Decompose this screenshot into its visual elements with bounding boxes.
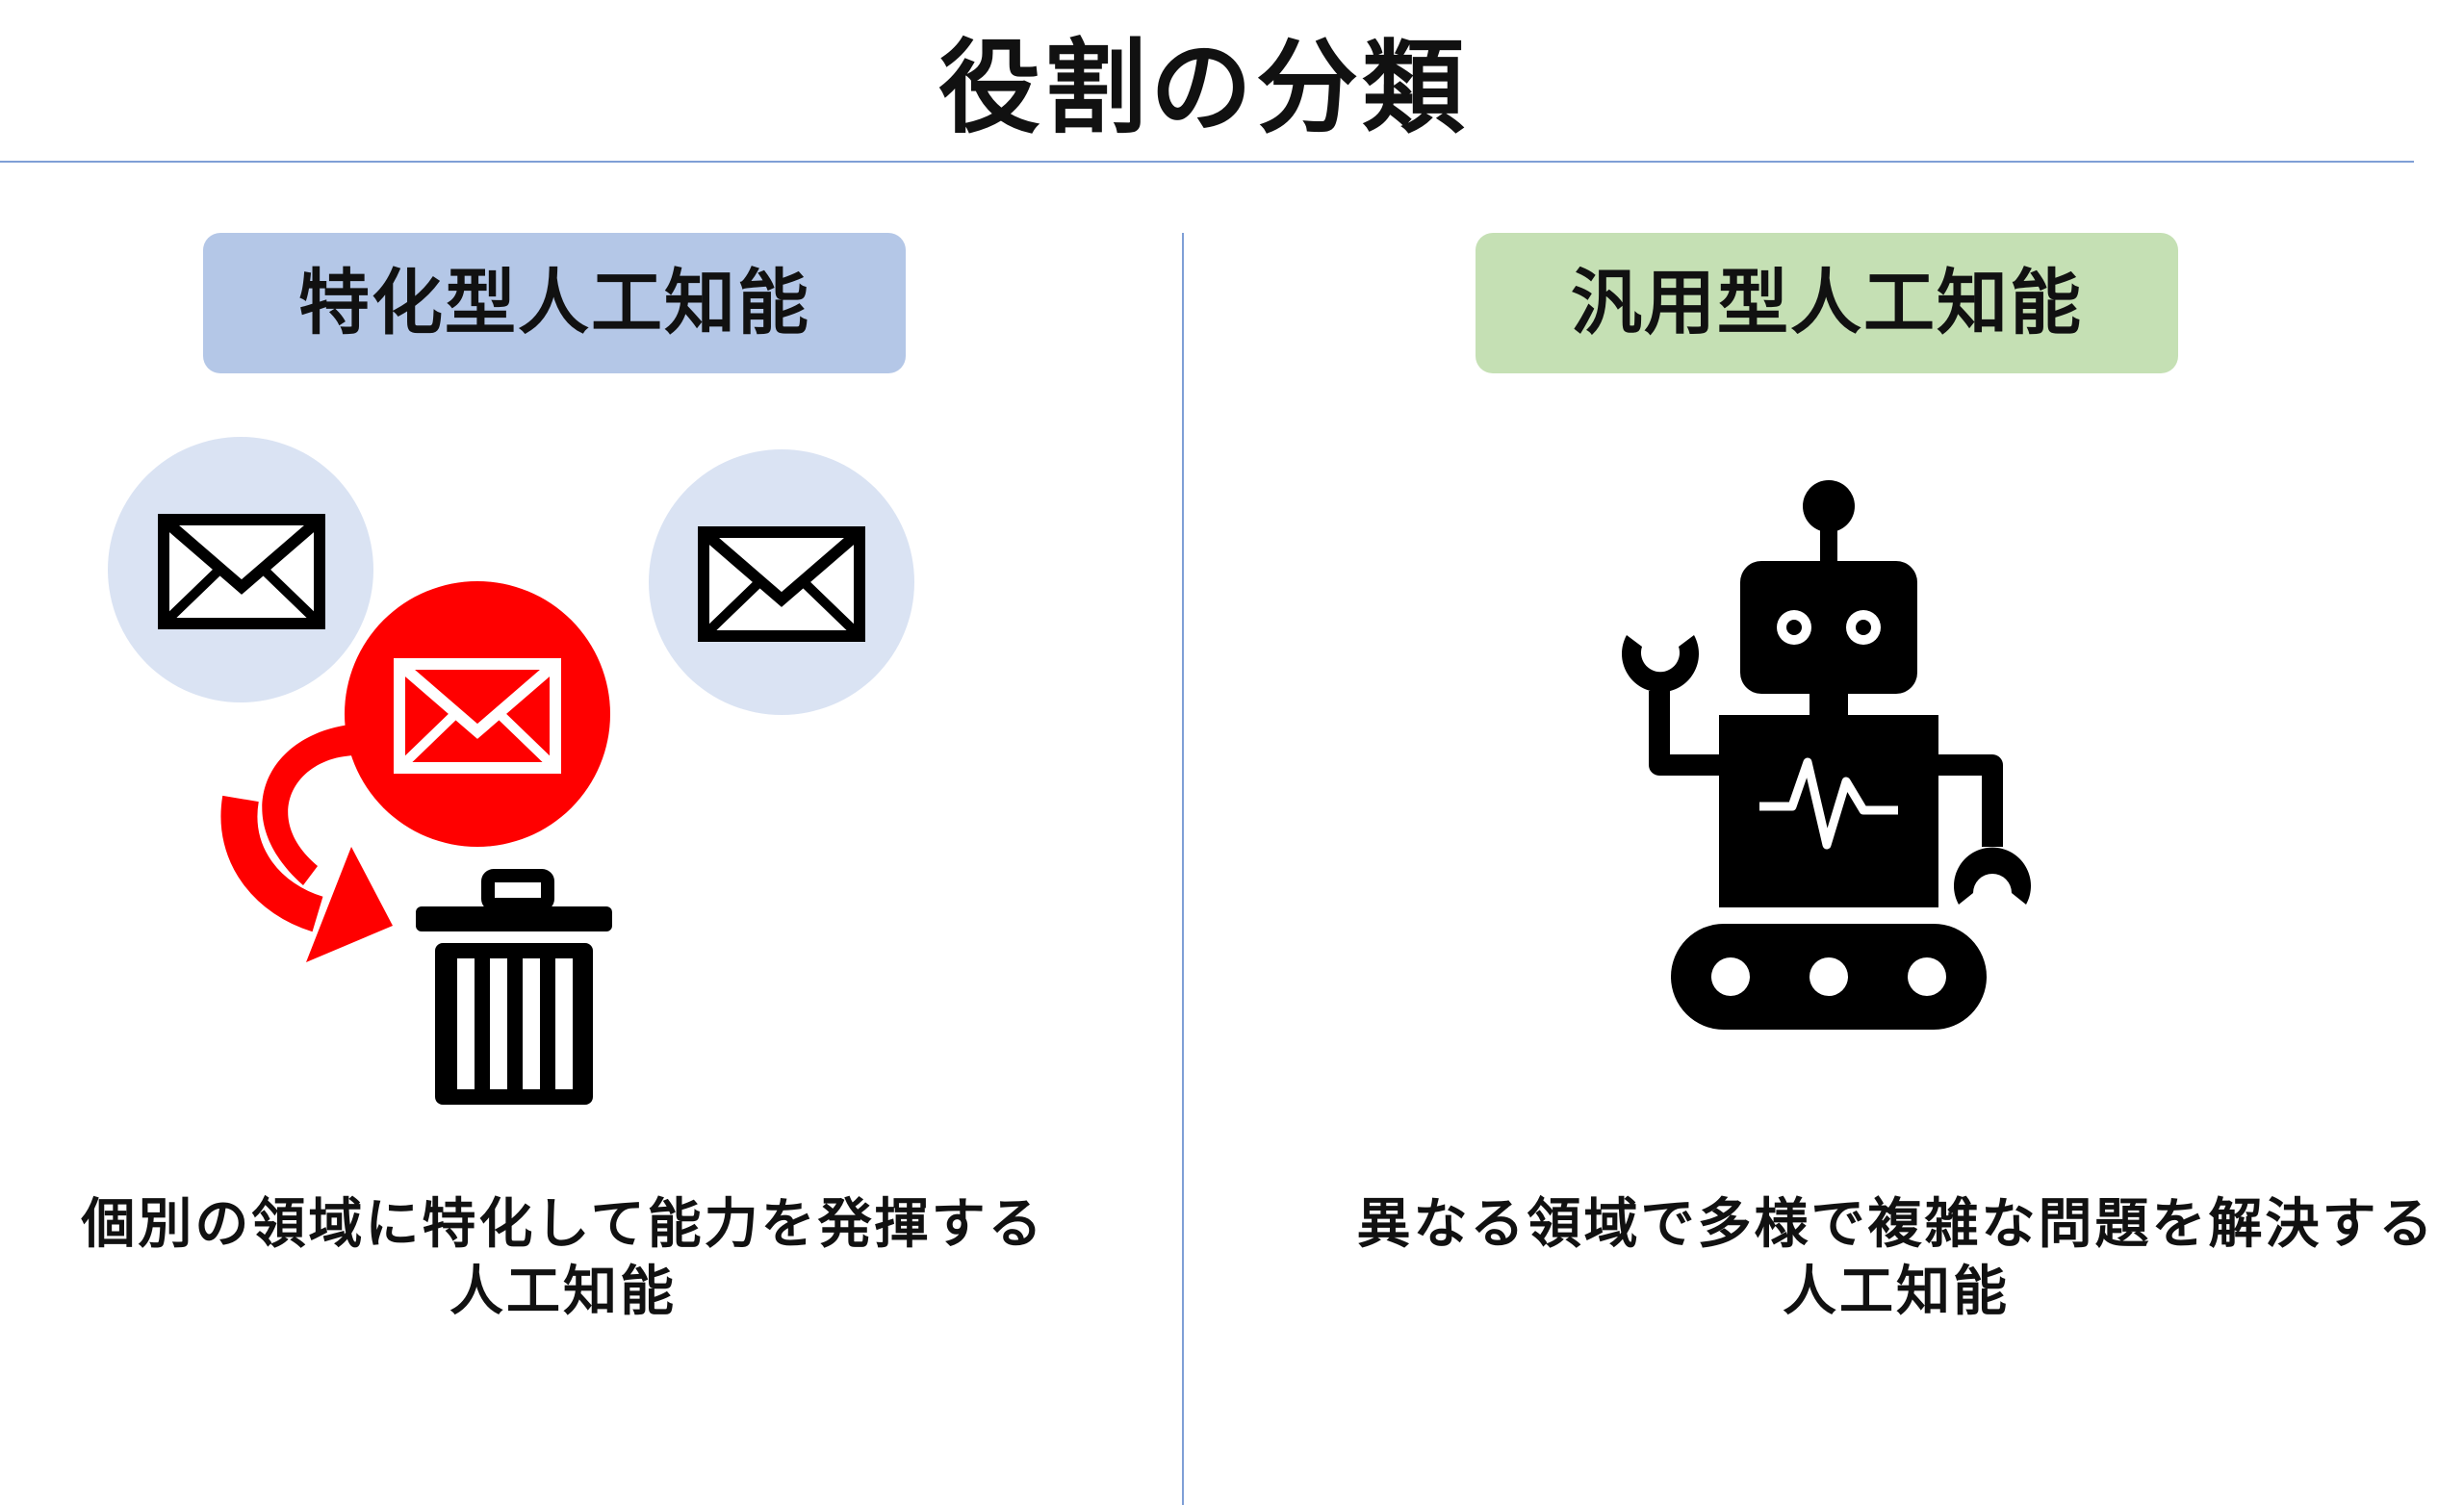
envelope-circle-highlight — [345, 581, 610, 847]
general-ai-description-line1: 異なる領域で多様で複雑な問題を解決する — [1356, 1193, 2436, 1256]
center-divider — [1182, 233, 1184, 1505]
narrow-ai-description: 個別の領域に特化して能力を発揮する 人工知能 — [38, 1191, 1088, 1326]
general-ai-description: 異なる領域で多様で複雑な問題を解決する 人工知能 — [1343, 1191, 2450, 1326]
trash-can-icon — [416, 869, 612, 1105]
envelope-icon — [394, 658, 561, 774]
envelope-circle-right — [649, 449, 914, 715]
narrow-ai-description-line2: 人工知能 — [449, 1261, 677, 1323]
narrow-ai-description-line1: 個別の領域に特化して能力を発揮する — [81, 1193, 1045, 1256]
title-underline — [0, 161, 2414, 163]
curved-arrow-icon — [220, 724, 393, 962]
envelope-icon — [698, 526, 865, 642]
narrow-ai-label: 特化型人工知能 — [203, 233, 906, 373]
page-title: 役割の分類 — [938, 29, 1468, 147]
envelope-icon — [158, 514, 325, 629]
general-ai-label: 汎用型人工知能 — [1476, 233, 2178, 373]
general-ai-description-line2: 人工知能 — [1783, 1261, 2010, 1323]
envelope-circle-left — [108, 437, 373, 702]
